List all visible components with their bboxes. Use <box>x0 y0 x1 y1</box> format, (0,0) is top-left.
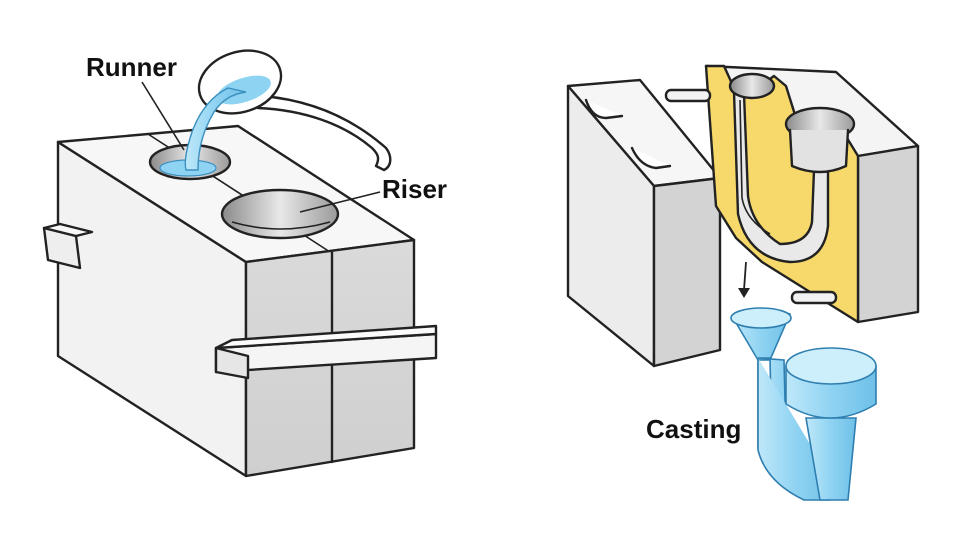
alignment-pin-top <box>664 88 712 103</box>
runner-label: Runner <box>86 52 177 82</box>
casting-sprue-top <box>730 307 792 329</box>
runner-leader-line <box>141 81 185 151</box>
flask-band-top <box>214 324 438 350</box>
alignment-pin-bottom <box>790 290 838 305</box>
drag-front-face <box>652 176 722 368</box>
riser-label: Riser <box>382 174 447 204</box>
mold-lug-left-top <box>42 222 94 238</box>
closed-mold: Runner Riser <box>42 49 447 478</box>
metal-pour-stream <box>184 87 247 171</box>
riser-leader-line <box>299 191 381 213</box>
ladle-handle <box>256 94 392 172</box>
casting-riser-top <box>785 347 877 385</box>
casting-label: Casting <box>646 414 741 444</box>
casting <box>730 307 877 501</box>
cope-sprue-pocket <box>728 72 776 100</box>
arrow-head <box>738 288 750 298</box>
riser-hole <box>220 188 340 240</box>
ladle <box>197 49 392 172</box>
open-mold: Casting <box>566 64 920 501</box>
drag-cavity-groove-1 <box>584 98 624 120</box>
flask-band-end <box>214 346 250 380</box>
arrow-to-casting <box>743 261 747 291</box>
cope-right-face <box>856 144 920 324</box>
drag-cavity-groove-2 <box>630 146 672 170</box>
